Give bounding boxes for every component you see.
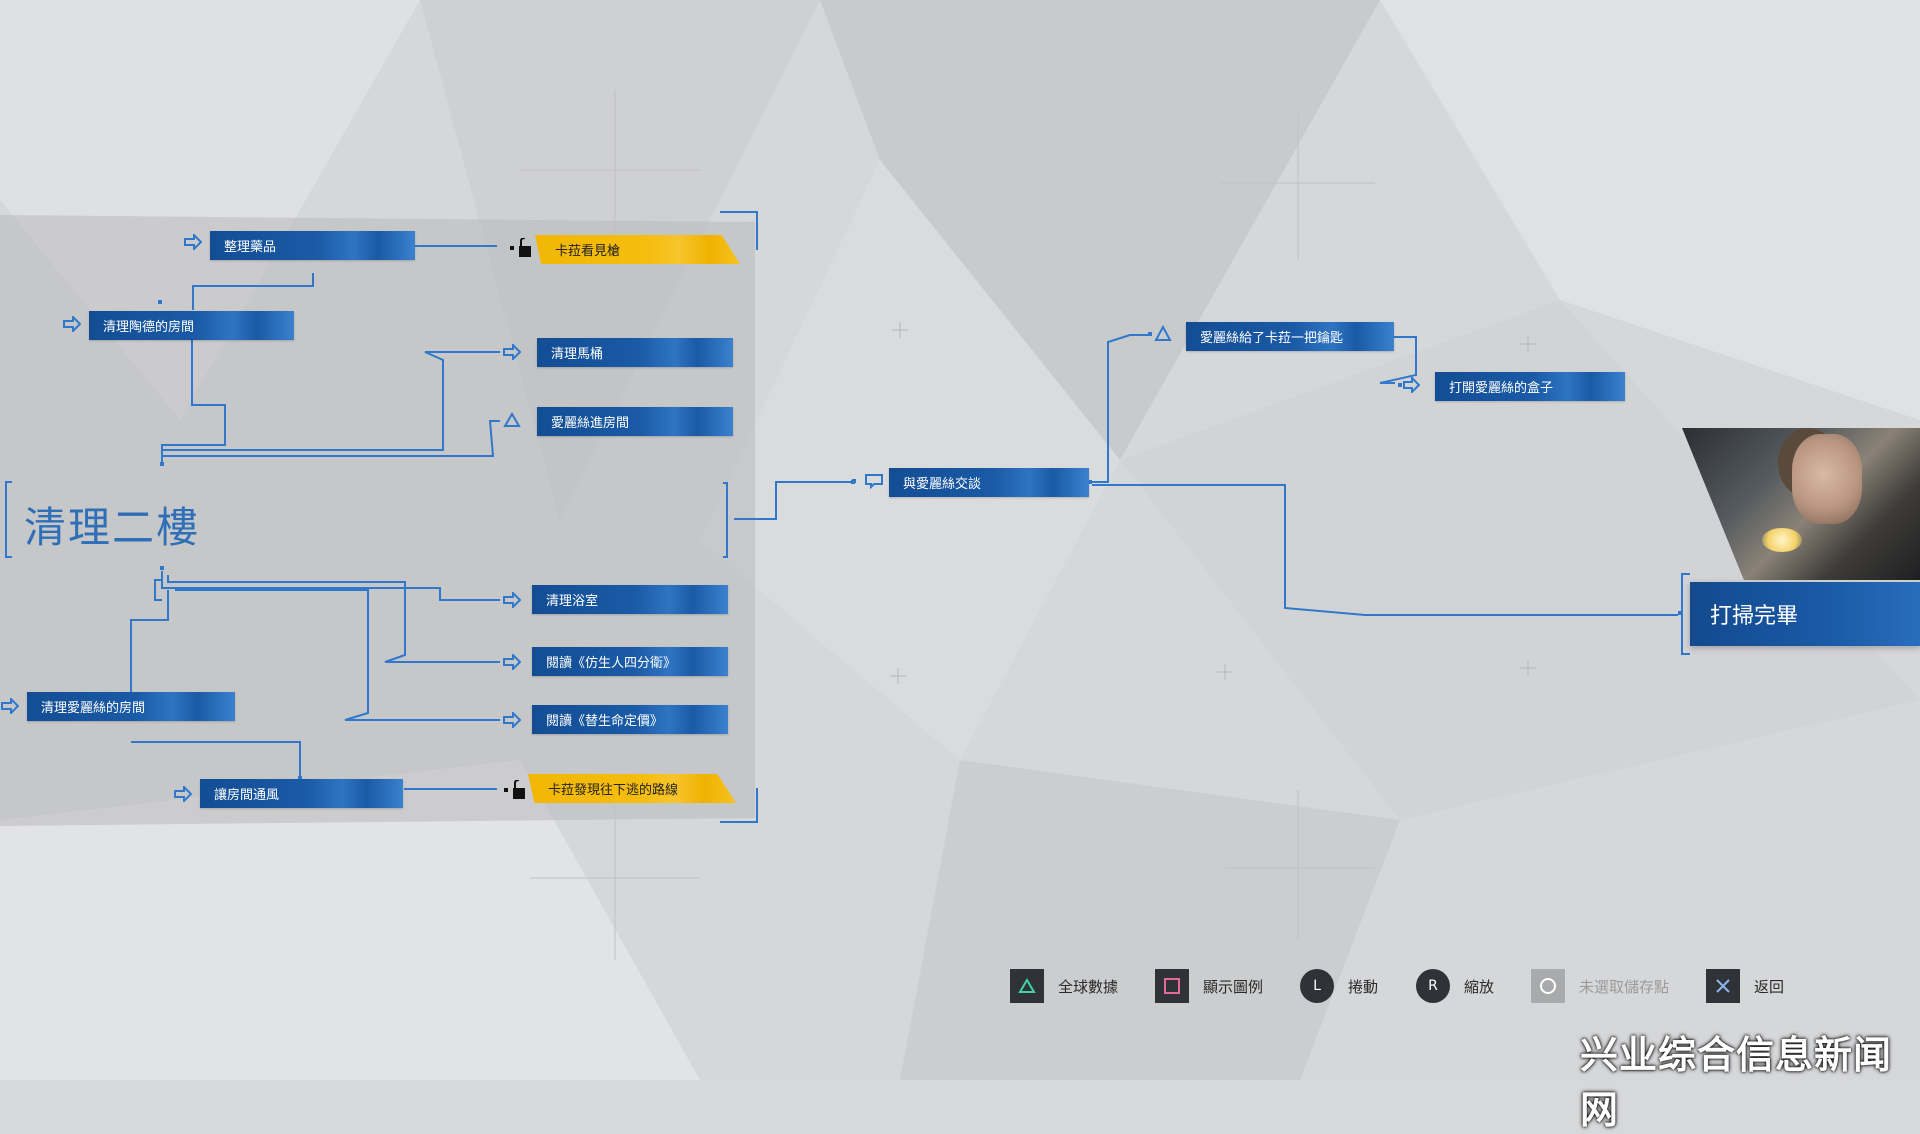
node-talk-with-alice[interactable]: 與愛麗絲交談 — [889, 468, 1089, 497]
speech-bubble-icon — [852, 473, 886, 490]
square-icon — [1155, 969, 1189, 1003]
node-clean-bathroom[interactable]: 清理浴室 — [532, 585, 728, 614]
checkpoint-button[interactable]: 未選取儲存點 — [1531, 966, 1669, 1006]
arrow-icon — [174, 784, 193, 804]
arrow-icon — [1398, 375, 1421, 395]
arrow-icon — [503, 652, 522, 672]
node-ventilate-room[interactable]: 讓房間通風 — [200, 779, 403, 808]
right-stick-icon: R — [1416, 969, 1450, 1003]
node-sort-medicine[interactable]: 整理藥品 — [210, 231, 415, 260]
node-alice-gives-key[interactable]: 愛麗絲給了卡菈一把鑰匙 — [1186, 322, 1394, 351]
section-title: 清理二樓 — [24, 503, 201, 552]
cross-icon — [1706, 969, 1740, 1003]
node-open-alice-box[interactable]: 打開愛麗絲的盒子 — [1435, 372, 1625, 401]
node-read-surrogate-life[interactable]: 閱讀《替生命定價》 — [532, 705, 728, 734]
node-clean-alice-room[interactable]: 清理愛麗絲的房間 — [27, 692, 235, 721]
watermark: 兴业综合信息新闻网 — [1580, 1033, 1893, 1132]
arrow-icon — [503, 590, 522, 610]
zoom-control[interactable]: R 縮放 — [1416, 966, 1494, 1006]
arrow-icon — [503, 342, 522, 362]
arrow-icon — [184, 232, 203, 252]
arrow-icon — [1, 696, 20, 716]
chapter-thumbnail — [1682, 428, 1920, 580]
node-clean-toilet[interactable]: 清理馬桶 — [537, 338, 733, 367]
global-data-button[interactable]: 全球數據 — [1010, 966, 1118, 1006]
triangle-icon — [503, 412, 521, 428]
triangle-icon — [1148, 324, 1172, 343]
background-geometry — [0, 0, 1536, 1080]
arrow-icon — [63, 314, 82, 334]
circle-icon — [1531, 969, 1565, 1003]
node-clean-todd-room[interactable]: 清理陶德的房間 — [89, 311, 294, 340]
back-button[interactable]: 返回 — [1706, 966, 1784, 1006]
node-read-android-weekly[interactable]: 閱讀《仿生人四分衛》 — [532, 647, 728, 676]
node-final-cleanup-done[interactable]: 打掃完畢 — [1690, 582, 1920, 646]
node-alice-enters-room[interactable]: 愛麗絲進房間 — [537, 407, 733, 436]
scroll-control[interactable]: L 捲動 — [1300, 966, 1378, 1006]
triangle-icon — [1010, 969, 1044, 1003]
left-stick-icon: L — [1300, 969, 1334, 1003]
node-kara-sees-gun[interactable]: 卡菈看見槍 — [535, 235, 740, 264]
lock-open-icon — [510, 237, 532, 258]
show-legend-button[interactable]: 顯示圖例 — [1155, 966, 1263, 1006]
controls-footer: 全球數據 顯示圖例 L 捲動 R 縮放 未選取儲存點 返回 — [0, 966, 1920, 1006]
arrow-icon — [503, 710, 522, 730]
lock-open-icon — [504, 779, 526, 800]
node-kara-finds-route[interactable]: 卡菈發現往下逃的路線 — [528, 774, 736, 803]
